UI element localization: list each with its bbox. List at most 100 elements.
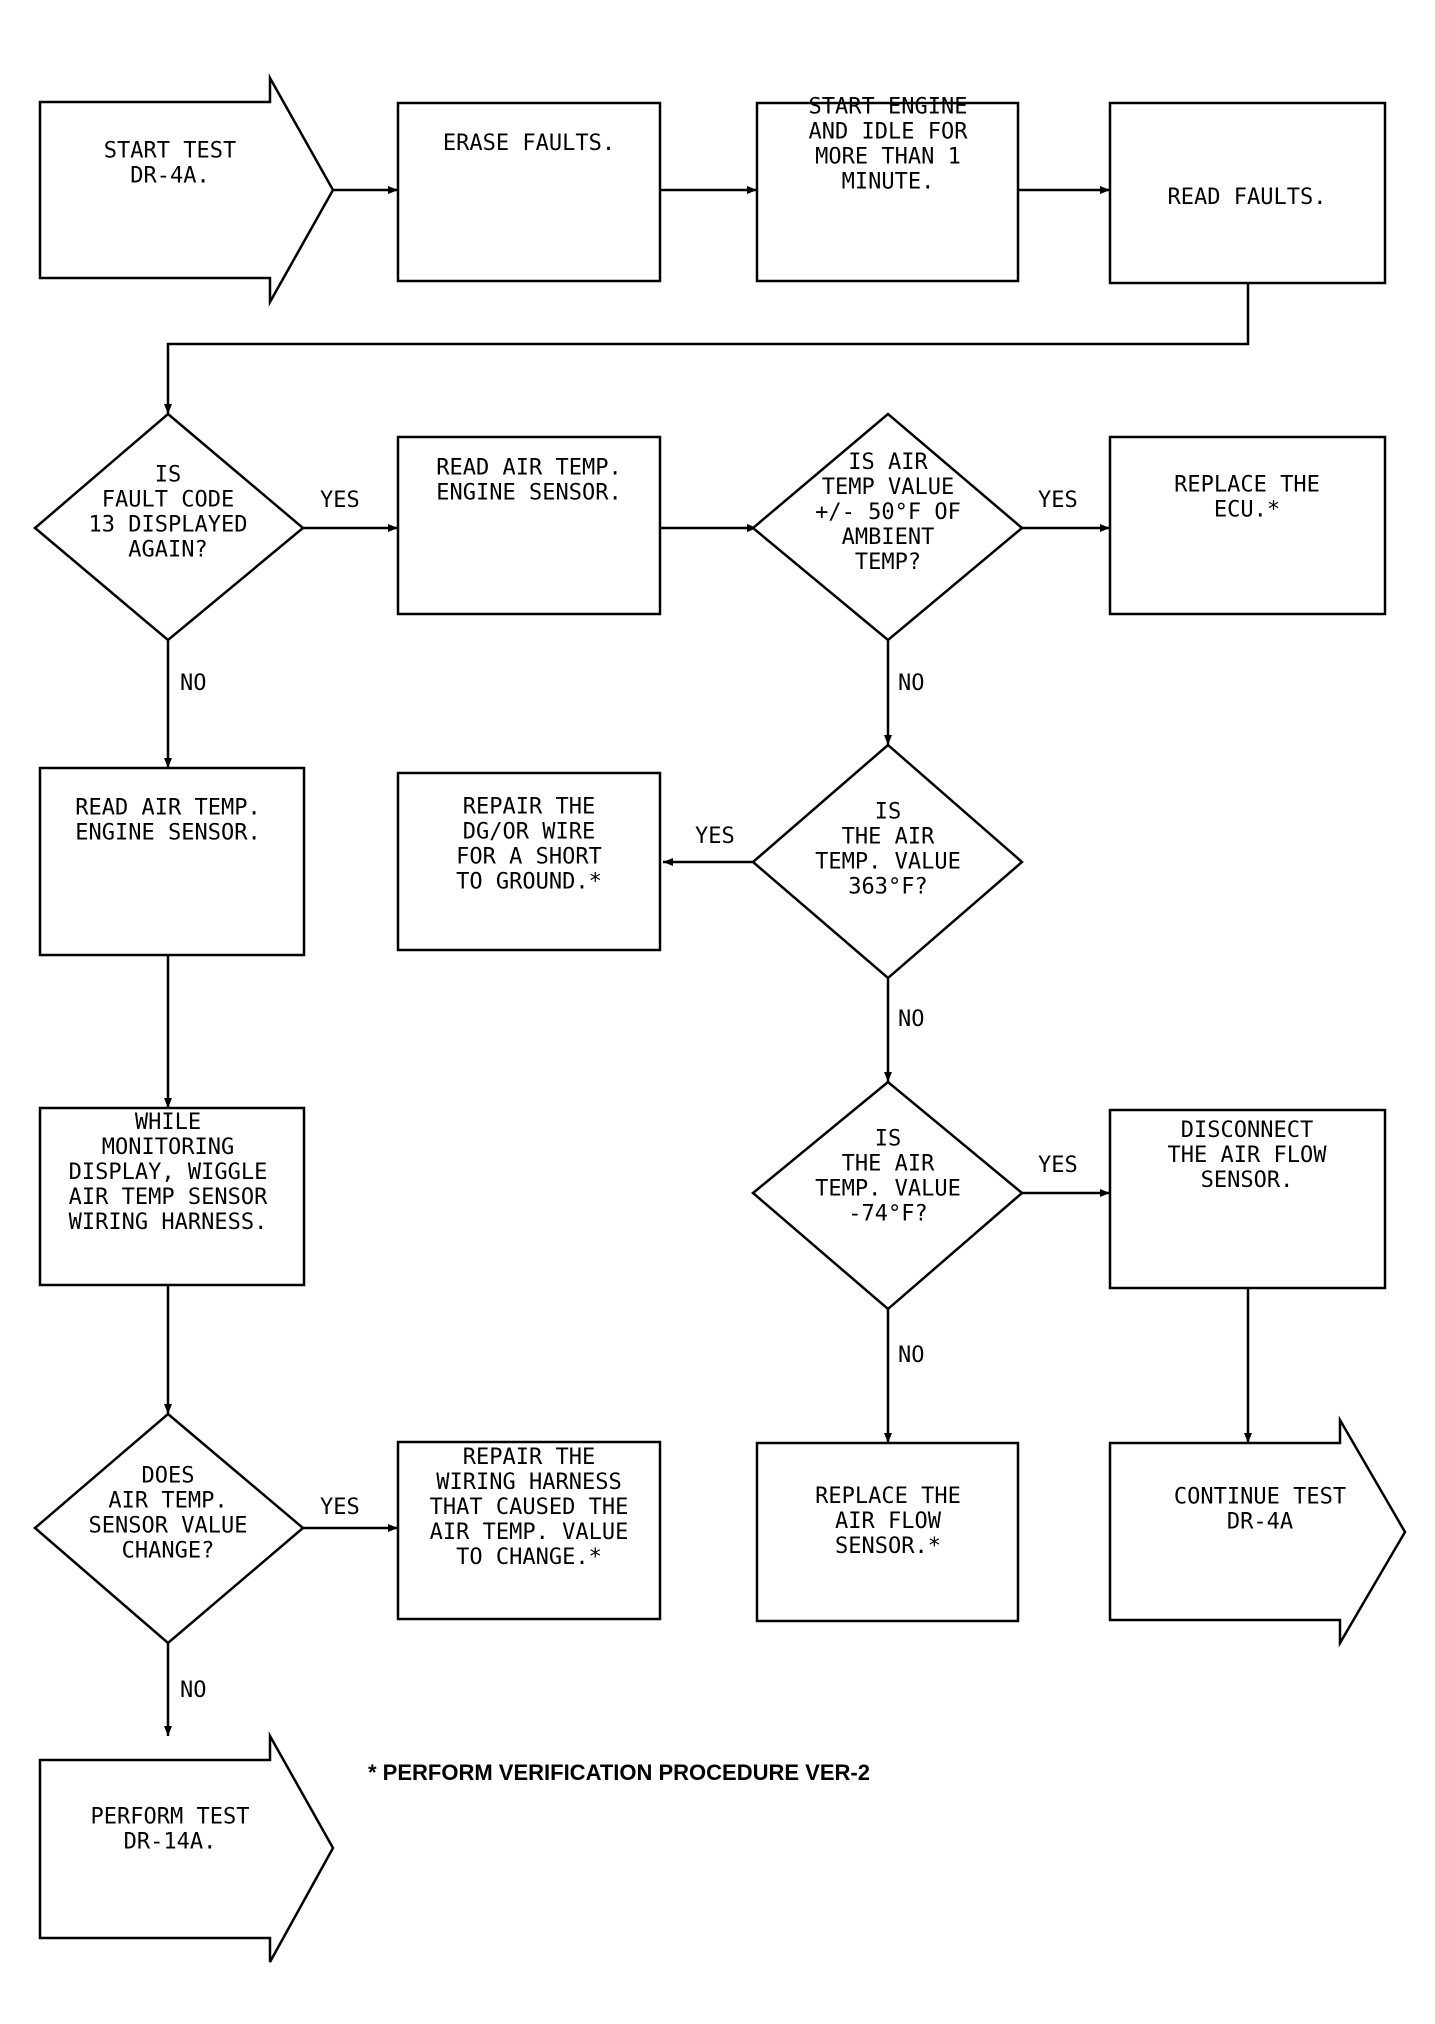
node-text-line: AIR FLOW bbox=[835, 1509, 942, 1534]
node-text-line: START TEST bbox=[104, 139, 236, 164]
node-text-line: TEMP. VALUE bbox=[815, 850, 961, 875]
node-text-line: AIR TEMP SENSOR bbox=[69, 1185, 268, 1210]
node-text-line: WHILE bbox=[135, 1110, 201, 1135]
node-text-line: IS bbox=[155, 463, 182, 488]
node-text-line: READ AIR TEMP. bbox=[75, 796, 260, 821]
label-change-no: NO bbox=[180, 1678, 207, 1703]
label-363-no: NO bbox=[898, 1007, 925, 1032]
node-text-line: ECU.* bbox=[1214, 498, 1280, 523]
edge-labels: YES NO YES NO YES NO YES NO YES NO bbox=[180, 488, 1078, 1703]
node-text-line: 13 DISPLAYED bbox=[89, 513, 248, 538]
label-363-yes: YES bbox=[695, 824, 735, 849]
node-text-line: TEMP. VALUE bbox=[815, 1177, 961, 1202]
node-text-line: SENSOR.* bbox=[835, 1534, 941, 1559]
node-text-line: TO CHANGE.* bbox=[456, 1545, 602, 1570]
node-text-line: REPLACE THE bbox=[1174, 473, 1320, 498]
node-text-line: DR-4A bbox=[1227, 1510, 1293, 1535]
node-text-line: CHANGE? bbox=[122, 1539, 215, 1564]
node-text-line: AGAIN? bbox=[128, 538, 207, 563]
node-text-line: CONTINUE TEST bbox=[1174, 1485, 1346, 1510]
label-ambient-yes: YES bbox=[1038, 488, 1078, 513]
node-text-line: MINUTE. bbox=[842, 170, 935, 195]
node-text-line: REPAIR THE bbox=[463, 795, 595, 820]
label-minus74-yes: YES bbox=[1038, 1153, 1078, 1178]
node-text-line: REPLACE THE bbox=[815, 1484, 961, 1509]
node-text-line: AND IDLE FOR bbox=[809, 120, 969, 145]
node-text-line: ERASE FAULTS. bbox=[443, 131, 615, 156]
node-text-line: THE AIR FLOW bbox=[1168, 1143, 1328, 1168]
read-air-temp-box-2: READ AIR TEMP.ENGINE SENSOR. bbox=[38, 766, 306, 957]
label-ambient-no: NO bbox=[898, 671, 925, 696]
node-text-line: TEMP VALUE bbox=[822, 475, 954, 500]
node-text-line: DR-14A. bbox=[124, 1830, 217, 1855]
node-text-line: IS AIR bbox=[848, 450, 928, 475]
node-text-line: 363°F? bbox=[848, 875, 927, 900]
node-text-line: SENSOR VALUE bbox=[89, 1514, 248, 1539]
node-text-line: AIR TEMP. VALUE bbox=[430, 1520, 629, 1545]
node-text-line: START ENGINE bbox=[809, 95, 968, 120]
node-text-line: DG/OR WIRE bbox=[463, 820, 595, 845]
node-text-line: ENGINE SENSOR. bbox=[75, 821, 260, 846]
node-text-line: +/- 50°F OF bbox=[815, 500, 961, 525]
node-text-line: DOES bbox=[142, 1464, 195, 1489]
node-text-line: AIR TEMP. bbox=[108, 1489, 227, 1514]
node-text-line: FAULT CODE bbox=[102, 488, 234, 513]
erase-faults-box-text: ERASE FAULTS. bbox=[443, 131, 615, 156]
node-text-line: THE AIR bbox=[842, 825, 935, 850]
read-air-temp-box-1: READ AIR TEMP.ENGINE SENSOR. bbox=[396, 435, 662, 616]
read-air-temp-box-1-text: READ AIR TEMP.ENGINE SENSOR. bbox=[436, 456, 621, 506]
node-text-line: DR-4A. bbox=[130, 164, 209, 189]
node-text-line: -74°F? bbox=[848, 1202, 927, 1227]
read-faults-box-text: READ FAULTS. bbox=[1168, 185, 1327, 210]
node-text-line: FOR A SHORT bbox=[456, 845, 602, 870]
node-text-line: MORE THAN 1 bbox=[815, 145, 961, 170]
label-change-yes: YES bbox=[320, 1495, 360, 1520]
node-text-line: DISCONNECT bbox=[1181, 1118, 1313, 1143]
edges bbox=[164, 186, 1252, 1736]
node-text-line: MONITORING bbox=[102, 1135, 234, 1160]
node-text-line: WIRING HARNESS bbox=[436, 1470, 621, 1495]
node-text-line: DISPLAY, WIGGLE bbox=[69, 1160, 268, 1185]
node-text-line: TEMP? bbox=[855, 550, 921, 575]
node-text-line: IS bbox=[875, 800, 902, 825]
footnote: * PERFORM VERIFICATION PROCEDURE VER-2 bbox=[368, 1760, 870, 1785]
node-text-line: ENGINE SENSOR. bbox=[436, 481, 621, 506]
label-fault13-yes: YES bbox=[320, 488, 360, 513]
read-air-temp-box-2-text: READ AIR TEMP.ENGINE SENSOR. bbox=[75, 796, 260, 846]
node-text-line: THE AIR bbox=[842, 1152, 935, 1177]
node-text-line: AMBIENT bbox=[842, 525, 935, 550]
label-minus74-no: NO bbox=[898, 1343, 925, 1368]
node-text-line: READ FAULTS. bbox=[1168, 185, 1327, 210]
label-fault13-no: NO bbox=[180, 671, 207, 696]
node-text-line: IS bbox=[875, 1127, 902, 1152]
